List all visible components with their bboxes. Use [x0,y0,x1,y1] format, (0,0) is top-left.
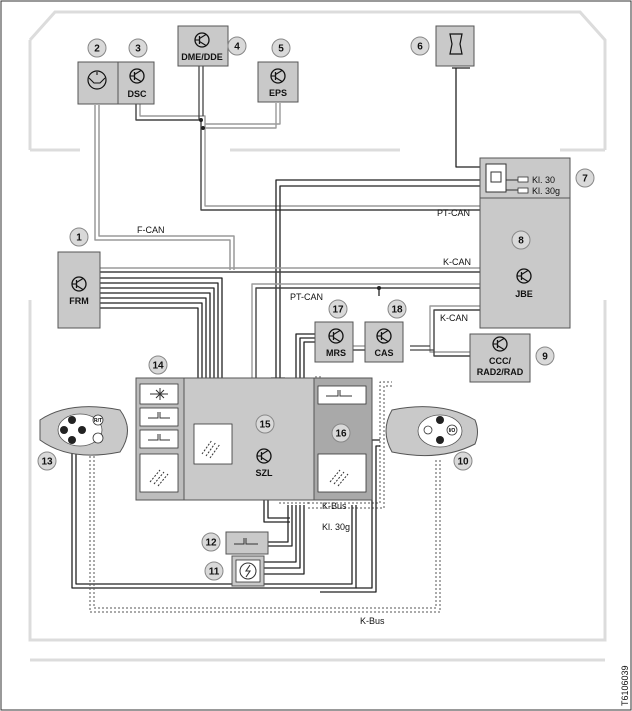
wiring [71,66,485,613]
module-dsc: DSC [77,61,155,105]
callout-number: 1 [76,233,82,244]
callout-10: 10 [453,451,473,471]
k-bus-inner-label: K-Bus [322,501,347,511]
module-ccc: CCC/ RAD2/RAD [469,333,531,383]
callout-number: 12 [205,538,217,549]
callout-number: 3 [135,44,141,55]
module-mrs: MRS [314,321,354,363]
module-eps: EPS [257,61,299,103]
mrs-label: MRS [326,348,346,358]
callout-number: 10 [457,457,469,468]
steering-pod-left: R/T [39,406,128,456]
module-cas: CAS [364,321,404,363]
kl30g-lower-label: Kl. 30g [322,522,350,532]
eps-label: EPS [269,88,287,98]
kl30g-label: Kl. 30g [532,186,560,196]
module-frm: FRM [57,251,101,329]
callout-number: 4 [234,42,240,53]
ccc-label-1: CCC/ [489,356,511,366]
car-outline [28,10,607,662]
callout-number: 9 [542,352,548,363]
callout-9: 9 [535,346,555,366]
module-jbe: Kl. 30 Kl. 30g JBE [479,157,571,329]
module-szl: SZL [135,377,373,501]
callout-17: 17 [328,299,348,319]
dsc-label: DSC [127,89,147,99]
image-code: T6106039 [620,665,630,706]
cas-label: CAS [374,348,393,358]
frm-label: FRM [69,296,89,306]
callout-number: 16 [335,429,347,440]
callout-number: 17 [332,305,344,316]
rt-button-label: R/T [94,418,102,424]
bus-labels: F-CAN PT-CAN K-CAN PT-CAN K-CAN K-Bus Kl… [137,208,471,626]
callout-18: 18 [387,299,407,319]
callout-12: 12 [201,532,221,552]
callout-number: 15 [259,420,271,431]
callout-number: 14 [152,361,164,372]
jbe-label: JBE [515,289,533,299]
callout-7: 7 [575,168,595,188]
module-12 [225,531,269,555]
callout-number: 2 [94,44,100,55]
kl30-label: Kl. 30 [532,175,555,185]
callout-number: 5 [278,44,284,55]
szl-label: SZL [256,468,274,478]
callout-number: 18 [391,305,403,316]
k-can-mid-label: K-CAN [440,313,468,323]
callout-number: 11 [209,567,220,578]
io-button-label: I/O [449,428,456,434]
callout-4: 4 [227,36,247,56]
pt-can-top-label: PT-CAN [437,208,470,218]
callout-16: 16 [331,423,351,443]
f-can-label: F-CAN [137,225,165,235]
callout-14: 14 [148,355,168,375]
callout-number: 7 [582,174,588,185]
callout-number: 6 [417,42,423,53]
callout-11: 11 [204,561,224,581]
callout-number: 8 [518,236,524,247]
dme-dde-label: DME/DDE [181,52,223,62]
module-dme-dde: DME/DDE [177,25,229,67]
callout-1: 1 [69,227,89,247]
steering-pod-right: I/O [385,406,478,457]
callout-3: 3 [128,38,148,58]
callout-15: 15 [255,414,275,434]
callout-8: 8 [511,230,531,250]
callout-2: 2 [87,38,107,58]
callout-6: 6 [410,36,430,56]
module-11 [231,555,265,587]
callout-5: 5 [271,38,291,58]
callout-13: 13 [37,451,57,471]
k-can-top-label: K-CAN [443,257,471,267]
ccc-label-2: RAD2/RAD [477,367,524,377]
pt-can-mid-label: PT-CAN [290,292,323,302]
callout-number: 13 [41,457,53,468]
k-bus-outer-label: K-Bus [360,616,385,626]
module-6 [435,25,475,67]
